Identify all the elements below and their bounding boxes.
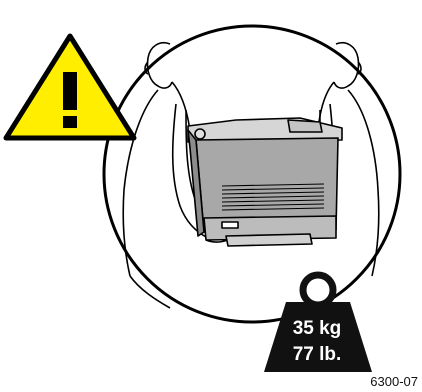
warning-triangle-icon — [6, 36, 134, 138]
weight-lb-label: 77 lb. — [272, 345, 362, 364]
weight-kg-label: 35 kg — [272, 319, 362, 338]
printer — [188, 118, 342, 246]
figure-id-label: 6300-07 — [370, 374, 418, 389]
